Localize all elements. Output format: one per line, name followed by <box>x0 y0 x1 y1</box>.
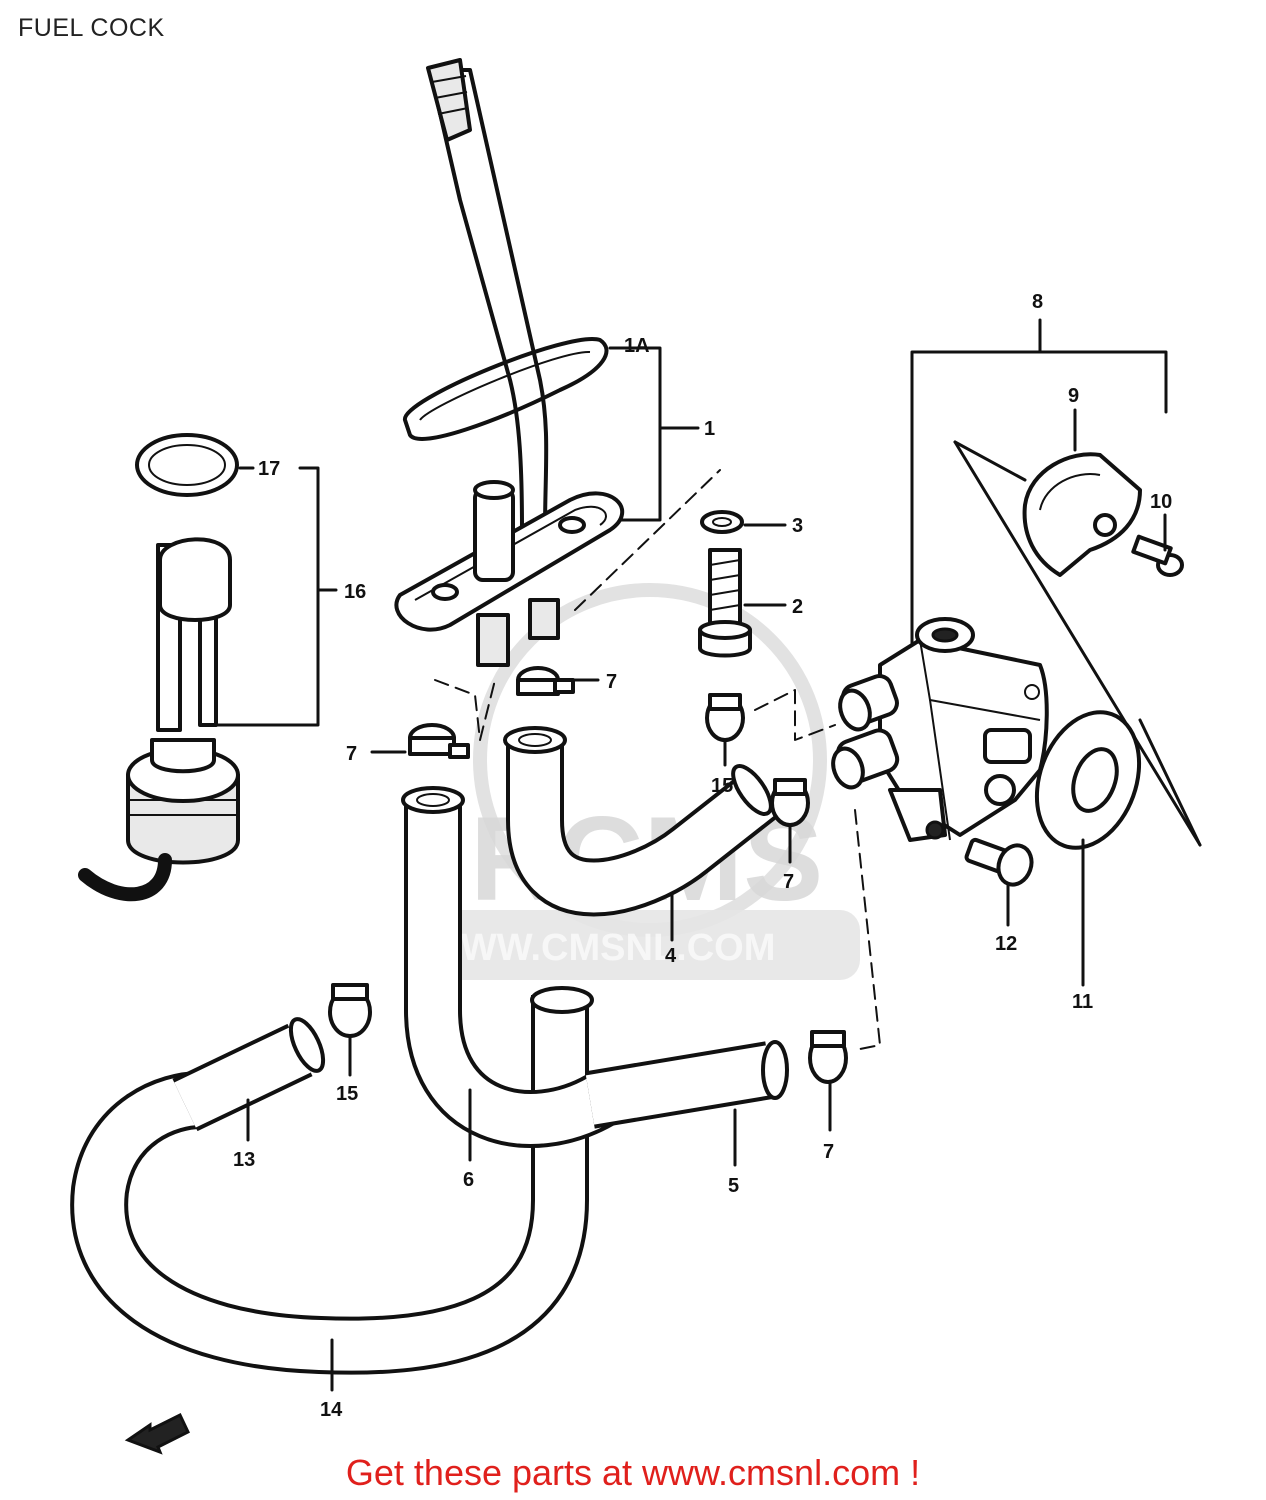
callout-2: 2 <box>792 596 803 618</box>
fuel-gauge-16 <box>78 537 240 902</box>
callout-12: 12 <box>995 933 1017 955</box>
clamp-7-bottom <box>808 1030 848 1084</box>
footer-promo-link[interactable]: Get these parts at www.cmsnl.com ! <box>345 1452 921 1493</box>
callout-11: 11 <box>1072 991 1093 1013</box>
fuel-cock-pipe-1 <box>426 58 549 532</box>
bolt-2 <box>698 548 752 658</box>
fuel-cock-body-8 <box>831 617 1049 842</box>
screw-12 <box>964 837 1034 887</box>
hose-14 <box>70 986 594 1375</box>
hose-5 <box>585 1040 789 1129</box>
hose-6 <box>401 786 615 1148</box>
callout-3: 3 <box>792 515 803 537</box>
gasket-11 <box>1034 710 1142 850</box>
callout-7-top: 7 <box>606 671 617 693</box>
clamp-7-top <box>516 666 575 696</box>
front-direction-arrow-icon <box>124 1412 190 1455</box>
callout-14: 14 <box>320 1399 343 1421</box>
watermark-url: WWW.CMSNL.COM <box>425 927 775 969</box>
hose-4 <box>503 726 778 917</box>
callout-17: 17 <box>258 458 280 480</box>
callout-1: 1 <box>704 418 715 440</box>
clamp-15-top <box>705 693 745 742</box>
fuel-cock-flange-1 <box>394 480 625 667</box>
callout-13: 13 <box>233 1149 255 1171</box>
callout-10: 10 <box>1150 491 1172 513</box>
callout-16: 16 <box>344 581 366 603</box>
leader-lines <box>208 318 1202 1392</box>
clamp-15-bottom <box>328 983 372 1038</box>
washer-3 <box>700 510 744 534</box>
callout-15-bottom: 15 <box>336 1083 358 1105</box>
callout-7-mid: 7 <box>783 871 794 893</box>
callout-7-bottom: 7 <box>823 1141 834 1163</box>
page-title: FUEL COCK <box>18 14 165 42</box>
lever-9 <box>1022 452 1142 577</box>
callout-4: 4 <box>665 945 677 967</box>
callout-5: 5 <box>728 1175 739 1197</box>
callout-8: 8 <box>1032 291 1043 313</box>
screw-10 <box>1131 534 1184 577</box>
hose-13 <box>172 1017 326 1132</box>
clamp-7-left <box>408 723 470 759</box>
callout-1a: 1A <box>624 335 650 357</box>
callout-9: 9 <box>1068 385 1079 407</box>
callout-7-left: 7 <box>346 743 357 765</box>
clamp-7-mid <box>770 778 810 827</box>
gasket-1a <box>403 337 609 441</box>
callout-15-top: 15 <box>711 775 733 797</box>
callout-6: 6 <box>463 1169 474 1191</box>
o-ring-17 <box>135 433 239 497</box>
callouts: 1A 1 3 2 17 16 8 9 10 7 7 15 7 4 12 11 1… <box>233 291 1172 1421</box>
